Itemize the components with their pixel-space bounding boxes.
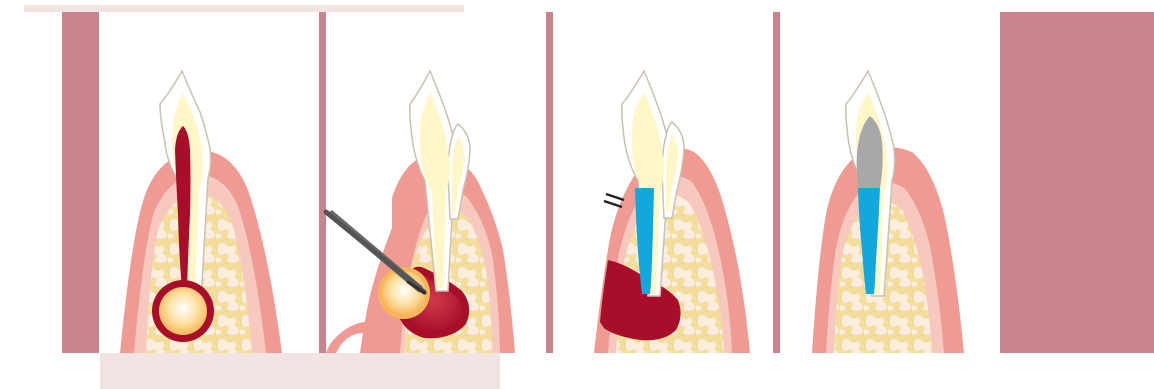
panel-restored-tooth	[812, 71, 964, 353]
panel-retrograde-filling	[594, 71, 750, 353]
divider-3	[773, 12, 780, 353]
top-light-bar	[24, 5, 464, 12]
panel-infected-tooth	[120, 71, 282, 353]
left-frame-strip	[62, 12, 99, 353]
divider-1	[319, 12, 326, 353]
right-frame-block	[1000, 12, 1154, 353]
divider-2	[546, 12, 553, 353]
periapical-abscess	[152, 280, 214, 342]
panel-apicoectomy	[326, 71, 515, 353]
bottom-light-bar	[100, 353, 500, 389]
retracted-gum-flap	[326, 322, 388, 353]
